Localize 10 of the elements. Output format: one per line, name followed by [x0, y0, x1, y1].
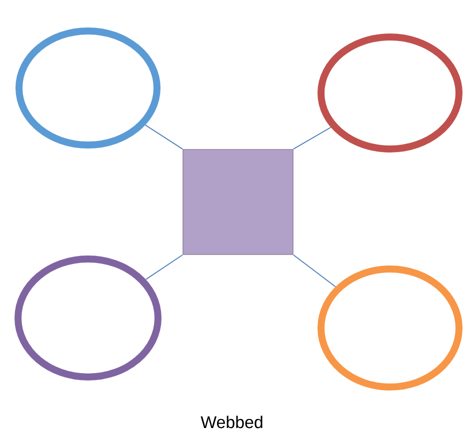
connector-line [145, 254, 184, 280]
connector-line [292, 126, 332, 150]
ellipse-shape [318, 266, 462, 390]
ellipse-shape [14, 256, 162, 380]
connector-line [292, 254, 336, 288]
ellipse-shape [318, 34, 462, 152]
square-box [182, 149, 294, 255]
ellipse-shape [16, 28, 160, 148]
caption: Webbed [200, 416, 262, 428]
connector-line [144, 124, 184, 150]
